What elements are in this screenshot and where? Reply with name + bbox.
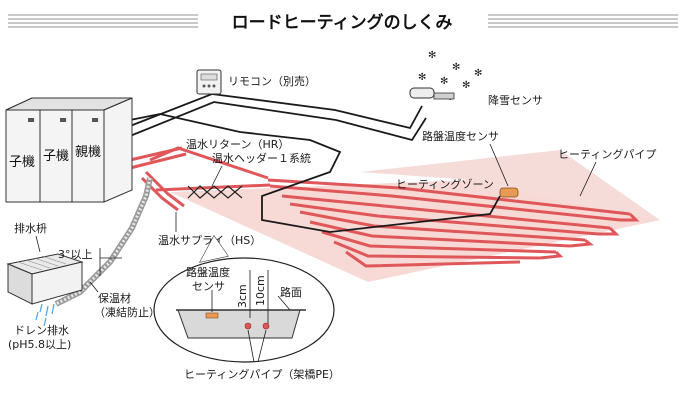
control-wires — [129, 93, 501, 233]
detail-pipe-leader-1 — [247, 329, 255, 363]
header-leader — [211, 165, 223, 187]
insulation-label-1: 保温材 — [98, 291, 131, 305]
snowflake-icon: ✻ — [452, 62, 460, 73]
slope-label: 3°以上 — [58, 248, 93, 261]
unit-parent: 親機 — [75, 145, 101, 160]
detail-sensor-label-2: センサ — [192, 280, 225, 293]
detail-sensor-label-1: 路盤温度 — [186, 265, 230, 279]
detail-pipe-2 — [262, 322, 270, 330]
drain-water-drops — [35, 303, 55, 327]
unit-child-1: 子機 — [9, 155, 35, 170]
heat-source-units — [5, 97, 133, 203]
snowflake-icon: ✻ — [462, 80, 470, 91]
page-title: ロードヒーティングのしくみ — [232, 12, 453, 33]
snowflake-icon: ✻ — [474, 68, 482, 79]
snowflake-icon: ✻ — [418, 72, 426, 83]
detail-pipe-label: ヒーティングパイプ（架橋PE） — [184, 367, 340, 381]
snowflake-icon: ✻ — [440, 76, 448, 87]
drain-label-1: ドレン排水 — [14, 323, 69, 337]
return-hr-label: 温水リターン（HR） — [186, 138, 289, 151]
supply-hs-label: 温水サプライ（HS） — [158, 234, 261, 247]
unit-child-2: 子機 — [43, 149, 69, 164]
drain-box — [6, 253, 84, 305]
snow-sensor — [409, 87, 455, 100]
drain-box-leader — [35, 235, 41, 253]
drain-pipe — [54, 177, 153, 307]
detail-pipe-leader-2 — [257, 329, 267, 363]
remote-controller — [196, 69, 222, 95]
remote-label: リモコン（別売） — [228, 75, 316, 88]
insulation-label-2: （凍結防止） — [94, 305, 160, 319]
heating-zone-label: ヒーティングゾーン — [396, 177, 494, 191]
depth-10cm-label: 10cm — [254, 275, 267, 306]
drain-box-label: 排水枡 — [14, 221, 47, 235]
depth-3cm-label: 3cm — [236, 284, 249, 308]
snow-sensor-label: 降雪センサ — [488, 93, 543, 107]
snowflake-icon: ✻ — [428, 50, 436, 61]
title-bar: ロードヒーティングのしくみ — [8, 12, 678, 33]
detail-pipe-1 — [244, 322, 252, 330]
header-arrows — [187, 185, 243, 199]
heating-pipe-leader — [579, 161, 597, 197]
road-temp-sensor-label: 路盤温度センサ — [422, 129, 499, 143]
detail-callout — [153, 235, 335, 363]
title-dots-right — [488, 14, 678, 28]
drain-label-2: (pH5.8以上) — [8, 338, 71, 351]
road-temp-sensor-leader — [489, 143, 509, 187]
heating-zone-area-upper — [360, 150, 660, 220]
road-surface-label: 路面 — [280, 286, 302, 299]
heating-pipe — [149, 146, 640, 268]
road-surface-leader — [277, 295, 291, 311]
header-label: 温水ヘッダー１系統 — [212, 151, 311, 165]
road-temp-sensor — [499, 187, 519, 198]
heating-pipe-label: ヒーティングパイプ — [558, 147, 656, 161]
detail-sensor — [205, 312, 219, 319]
title-dots-left — [8, 14, 198, 28]
insulation-leader — [89, 281, 99, 293]
